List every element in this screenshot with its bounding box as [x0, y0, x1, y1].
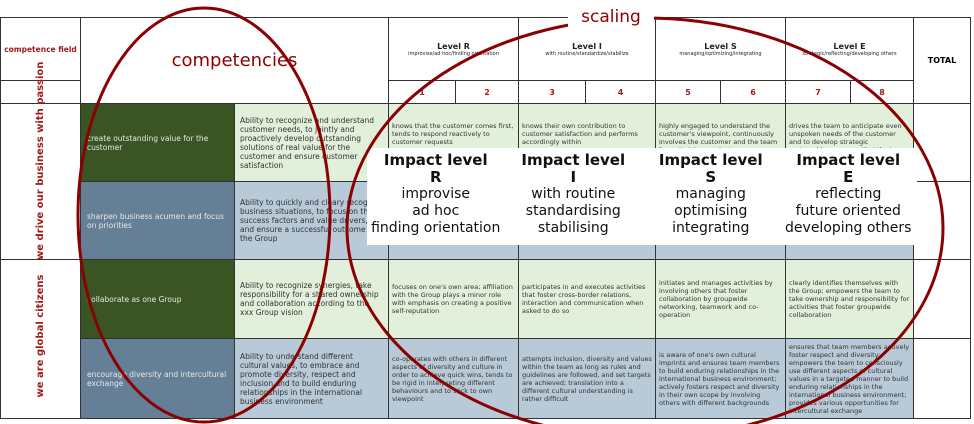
- level-description: is aware of one's own cultural imprints …: [655, 338, 786, 419]
- impact-line: stabilising: [537, 220, 609, 236]
- impact-line: managing: [675, 186, 746, 202]
- level-name: Level I: [572, 41, 602, 51]
- impact-line: standardising: [525, 203, 621, 219]
- competencies-ellipse: [76, 6, 332, 424]
- level-description: initiates and manages activities by invo…: [655, 259, 786, 339]
- impact-line: optimising: [674, 203, 748, 219]
- impact-title: Impact level: [796, 151, 901, 169]
- impact-line: ad hoc: [412, 203, 460, 219]
- level-description: attempts inclusion, diversity and values…: [518, 338, 656, 419]
- level-name: Level E: [833, 41, 866, 51]
- impact-letter: I: [570, 168, 577, 186]
- scaling-label: scaling: [568, 4, 654, 30]
- level-sub: managing/optimizing/integrating: [679, 50, 762, 57]
- level-name: Level R: [437, 41, 470, 51]
- impact-letter: S: [705, 168, 717, 186]
- impact-letter: R: [429, 168, 442, 186]
- impact-letter: E: [843, 168, 854, 186]
- impact-line: reflecting: [815, 186, 882, 202]
- level-description: clearly identifies themselves with the G…: [785, 259, 914, 339]
- impact-title: Impact level: [383, 151, 488, 169]
- impact-line: developing others: [785, 220, 912, 236]
- impact-line: finding orientation: [371, 220, 501, 236]
- impact-title: Impact level: [521, 151, 626, 169]
- level-description: participates in and executes activities …: [518, 259, 656, 339]
- level-sub: strategic/reflecting/developing others: [802, 50, 897, 57]
- level-description: focuses on one's own area; affiliation w…: [388, 259, 519, 339]
- level-sub: with routine/standardize/stabilize: [545, 50, 629, 57]
- scaling-ellipse: [345, 16, 945, 424]
- competency-cell: create outstanding value for the custome…: [80, 103, 235, 182]
- impact-line: with routine: [531, 186, 616, 202]
- level-sub: improvise/ad hoc/finding orientation: [408, 50, 499, 57]
- competency-description: Ability to recognize and understand cust…: [234, 103, 389, 182]
- total-cell[interactable]: [913, 338, 971, 419]
- competency-cell: sharpen business acumen and focus on pri…: [80, 181, 235, 260]
- competency-description: Ability to quickly and cleary recognize …: [234, 181, 389, 260]
- impact-line: future oriented: [795, 203, 901, 219]
- impact-title: Impact level: [658, 151, 763, 169]
- competency-cell: encourage diversity and intercultural ex…: [80, 338, 235, 419]
- impact-line: integrating: [672, 220, 750, 236]
- impact-line: improvise: [401, 186, 470, 202]
- level-name: Level S: [704, 41, 737, 51]
